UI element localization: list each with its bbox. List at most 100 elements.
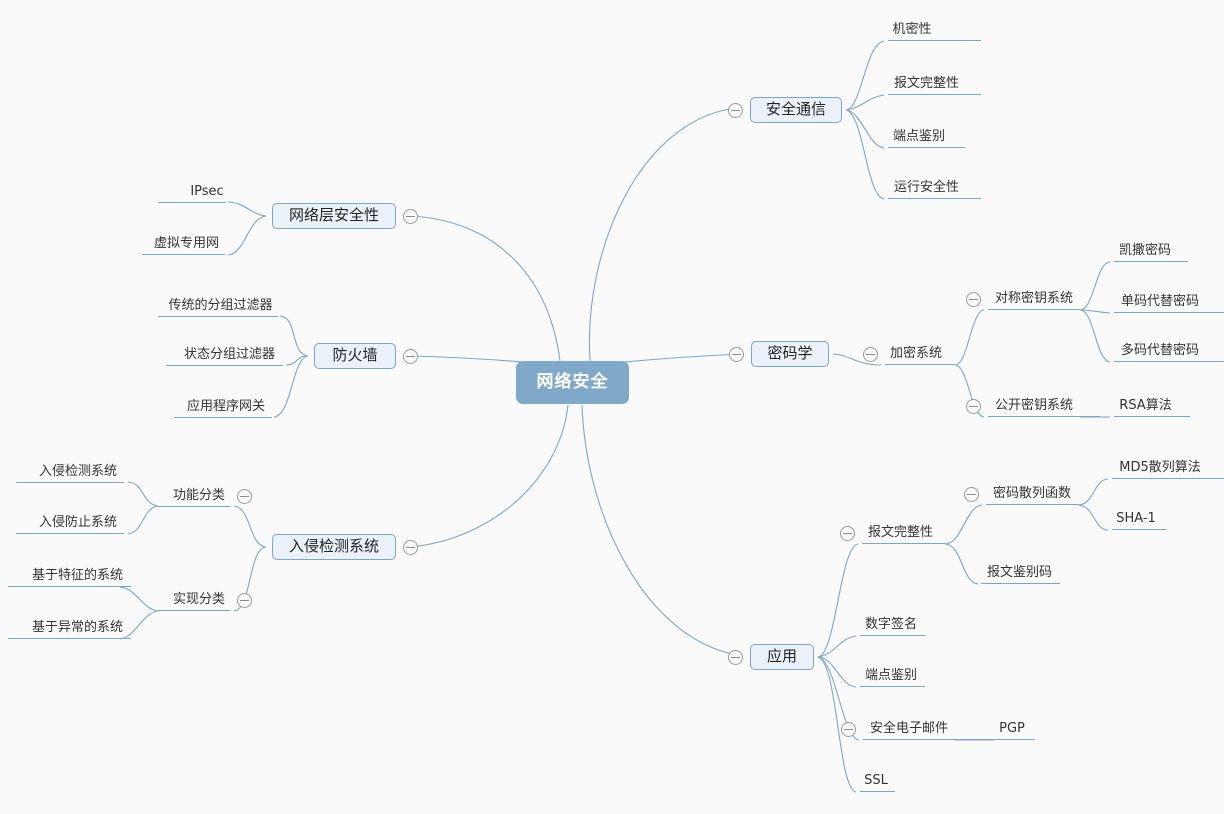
- mindmap-node-sha1[interactable]: SHA-1: [1112, 509, 1160, 529]
- node-label: 实现分类: [172, 591, 225, 607]
- node-label: 加密系统: [889, 345, 942, 361]
- connector-link: [1079, 261, 1111, 311]
- connector-link: [817, 656, 860, 741]
- connector-link: [954, 364, 985, 418]
- node-label: 应用: [766, 647, 797, 666]
- mindmap-node-rqjcxt[interactable]: 入侵检测系统: [272, 534, 396, 560]
- mindmap-node-duomadaitimima[interactable]: 多码代替密码: [1114, 341, 1206, 361]
- mindmap-node-kaisamima[interactable]: 凯撒密码: [1114, 241, 1176, 261]
- mindmap-node-mimaxue[interactable]: 密码学: [751, 341, 829, 367]
- node-label: IPsec: [190, 183, 224, 199]
- node-label: 端点鉴别: [892, 128, 945, 144]
- node-label: 安全通信: [765, 100, 826, 119]
- connector-link: [233, 505, 267, 548]
- connector-link: [227, 215, 267, 256]
- mindmap-node-baowenwanzhengxing-2[interactable]: 报文完整性: [862, 523, 939, 543]
- mindmap-node-gongkaimiyao[interactable]: 公开密钥系统: [988, 396, 1080, 416]
- node-label: 入侵检测系统: [288, 537, 379, 556]
- collapse-toggle-icon[interactable]: [964, 486, 979, 502]
- connector-link: [409, 404, 569, 548]
- mindmap-node-shixianfenlei[interactable]: 实现分类: [168, 590, 230, 610]
- node-label: 报文鉴别码: [986, 564, 1052, 580]
- mindmap-node-duandianjianbie-2[interactable]: 端点鉴别: [860, 666, 922, 686]
- connector-link: [832, 353, 882, 366]
- node-label: PGP: [999, 720, 1025, 736]
- node-label: 基于异常的系统: [31, 619, 123, 635]
- collapse-toggle-icon[interactable]: [863, 346, 878, 362]
- connector-link: [845, 109, 885, 200]
- mindmap-node-yingyong[interactable]: 应用: [750, 644, 814, 670]
- connector-link: [944, 543, 979, 585]
- connector-link: [845, 94, 885, 111]
- mindmap-node-baowenjianbiema[interactable]: 报文鉴别码: [981, 563, 1058, 583]
- mindmap-node-mimasanliehanshu[interactable]: 密码散列函数: [986, 484, 1078, 504]
- mindmap-node-rsa[interactable]: RSA算法: [1114, 396, 1177, 416]
- node-label: 数字签名: [864, 616, 917, 632]
- node-label: 防火墙: [332, 346, 378, 365]
- mindmap-node-rqfzxt[interactable]: 入侵防止系统: [32, 513, 124, 533]
- collapse-toggle-icon[interactable]: [728, 102, 743, 118]
- mindmap-node-rqjcxt-leaf[interactable]: 入侵检测系统: [32, 462, 124, 482]
- root-node[interactable]: 网络安全: [516, 361, 629, 404]
- node-label: 入侵防止系统: [38, 514, 117, 530]
- mindmap-node-shuziqianming[interactable]: 数字签名: [860, 615, 922, 635]
- mindmap-node-anquandianziyoujian[interactable]: 安全电子邮件: [863, 719, 955, 739]
- mindmap-node-baowenwanzhengxing-1[interactable]: 报文完整性: [888, 74, 965, 94]
- collapse-toggle-icon[interactable]: [403, 208, 418, 224]
- connector-link: [817, 635, 857, 658]
- node-label: 报文完整性: [867, 524, 933, 540]
- collapse-toggle-icon[interactable]: [729, 346, 744, 362]
- mindmap-node-yunxinganquanxing[interactable]: 运行安全性: [888, 178, 965, 198]
- connector-link: [817, 656, 857, 793]
- mindmap-node-wangluoceng[interactable]: 网络层安全性: [272, 203, 396, 229]
- connector-link: [119, 586, 159, 612]
- collapse-toggle-icon[interactable]: [840, 525, 855, 541]
- connector-link: [233, 546, 267, 612]
- collapse-toggle-icon[interactable]: [237, 488, 252, 504]
- connector-link: [1077, 478, 1109, 506]
- node-label: 密码学: [767, 344, 813, 363]
- connector-link: [409, 215, 561, 362]
- collapse-toggle-icon[interactable]: [237, 592, 252, 608]
- mindmap-node-md5[interactable]: MD5散列算法: [1112, 458, 1208, 478]
- mindmap-node-xunizhuanyongwang[interactable]: 虚拟专用网: [148, 234, 225, 254]
- node-label: 状态分组过滤器: [183, 346, 275, 362]
- mindmap-node-anquantongxin[interactable]: 安全通信: [750, 97, 842, 123]
- mindmap-node-jiamixitong[interactable]: 加密系统: [885, 344, 947, 364]
- collapse-toggle-icon[interactable]: [728, 649, 743, 665]
- collapse-toggle-icon[interactable]: [966, 398, 981, 414]
- mindmap-node-ipsec[interactable]: IPsec: [188, 182, 226, 202]
- collapse-toggle-icon[interactable]: [403, 348, 418, 364]
- node-label: 多码代替密码: [1120, 342, 1199, 358]
- node-label: 虚拟专用网: [153, 235, 219, 251]
- mindmap-node-zhuangtaifenzu[interactable]: 状态分组过滤器: [176, 345, 283, 365]
- node-label: 密码散列函数: [992, 485, 1071, 501]
- mindmap-node-yingyongchengxuwangguan[interactable]: 应用程序网关: [180, 397, 272, 417]
- node-label: 网络层安全性: [288, 206, 379, 225]
- mindmap-node-jimixing[interactable]: 机密性: [888, 20, 936, 40]
- connector-link: [845, 40, 885, 111]
- mindmap-node-danmadaitimima[interactable]: 单码代替密码: [1114, 292, 1206, 312]
- node-label: 单码代替密码: [1120, 293, 1199, 309]
- node-label: 基于特征的系统: [31, 567, 123, 583]
- mindmap-node-jiyuyichang[interactable]: 基于异常的系统: [24, 618, 131, 638]
- collapse-toggle-icon[interactable]: [403, 539, 418, 555]
- mindmap-node-gongnengfenlei[interactable]: 功能分类: [168, 486, 230, 506]
- mindmap-node-duichengmiyao[interactable]: 对称密钥系统: [988, 289, 1080, 309]
- node-label: 公开密钥系统: [994, 397, 1073, 413]
- node-label: SHA-1: [1116, 510, 1156, 526]
- connector-link: [581, 404, 739, 656]
- mindmap-node-jiyutezheng[interactable]: 基于特征的系统: [24, 566, 131, 586]
- node-label: 机密性: [892, 21, 932, 37]
- connector-link: [227, 201, 267, 217]
- mindmap-node-chuantongfenzu[interactable]: 传统的分组过滤器: [163, 296, 278, 316]
- mindmap-node-duandianjianbie-1[interactable]: 端点鉴别: [888, 127, 950, 147]
- collapse-toggle-icon[interactable]: [966, 291, 981, 307]
- connector-link: [285, 355, 309, 366]
- mindmap-node-ssl[interactable]: SSL: [860, 771, 892, 791]
- collapse-toggle-icon[interactable]: [841, 721, 856, 737]
- mindmap-node-fanghuoqiang[interactable]: 防火墙: [314, 343, 396, 369]
- connector-link: [954, 309, 985, 366]
- mindmap-node-pgp[interactable]: PGP: [996, 719, 1028, 739]
